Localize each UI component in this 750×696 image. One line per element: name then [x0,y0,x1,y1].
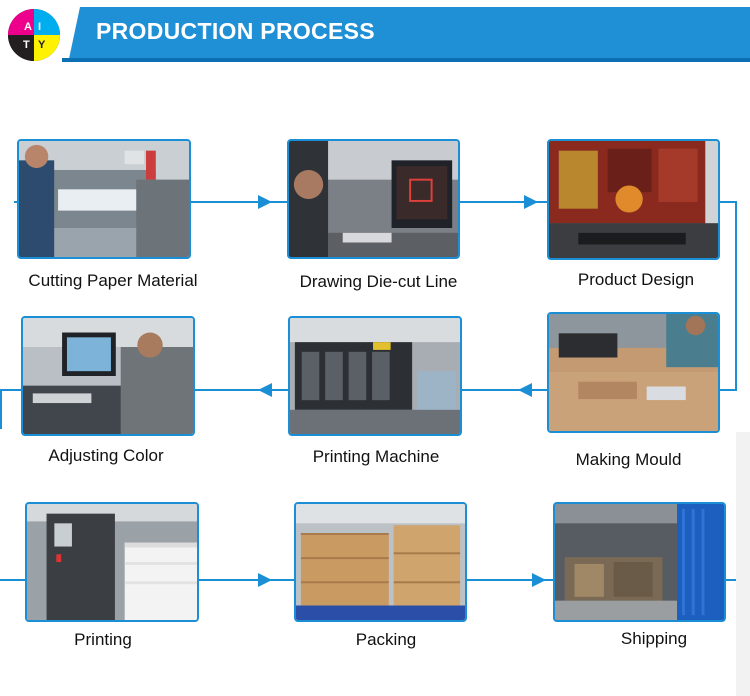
step-label-packing: Packing [355,630,417,649]
logo-letter-i: I [38,21,41,33]
arrow-right-icon [258,573,272,587]
flow-line-right-vertical [735,201,737,391]
side-panel [736,432,750,696]
step-label-product-design: Product Design [577,270,695,289]
header-band [62,7,750,60]
step-label-making-mould: Making Mould [575,450,682,469]
step-label-cutting-paper: Cutting Paper Material [28,271,198,290]
header-underline [62,58,750,62]
step-label-shipping: Shipping [620,629,688,648]
step-photo-printing-machine [288,316,462,436]
step-photo-printing [25,502,199,622]
step-photo-shipping [553,502,726,622]
step-photo-making-mould [547,312,720,433]
arrow-left-icon [258,383,272,397]
step-label-adjusting-color: Adjusting Color [48,446,164,465]
step-label-drawing-die-cut: Drawing Die-cut Line [299,272,458,291]
step-photo-cutting-paper [17,139,191,259]
arrow-right-icon [524,195,538,209]
step-photo-drawing-die-cut [287,139,460,259]
step-photo-adjusting-color [21,316,195,436]
flow-line-left-vertical [0,389,2,429]
page-title: PRODUCTION PROCESS [96,18,375,44]
logo-letter-t: T [23,39,30,51]
arrow-left-icon [518,383,532,397]
step-label-printing-machine: Printing Machine [312,447,440,466]
step-photo-packing [294,502,467,622]
arrow-right-icon [532,573,546,587]
arrow-right-icon [258,195,272,209]
logo-letter-a: A [24,21,32,33]
step-label-printing: Printing [74,630,132,649]
brand-logo: A I T Y [8,9,60,61]
step-photo-product-design [547,139,720,260]
logo-letter-y: Y [38,39,46,51]
page-header: PRODUCTION PROCESS A I T Y [0,0,750,62]
